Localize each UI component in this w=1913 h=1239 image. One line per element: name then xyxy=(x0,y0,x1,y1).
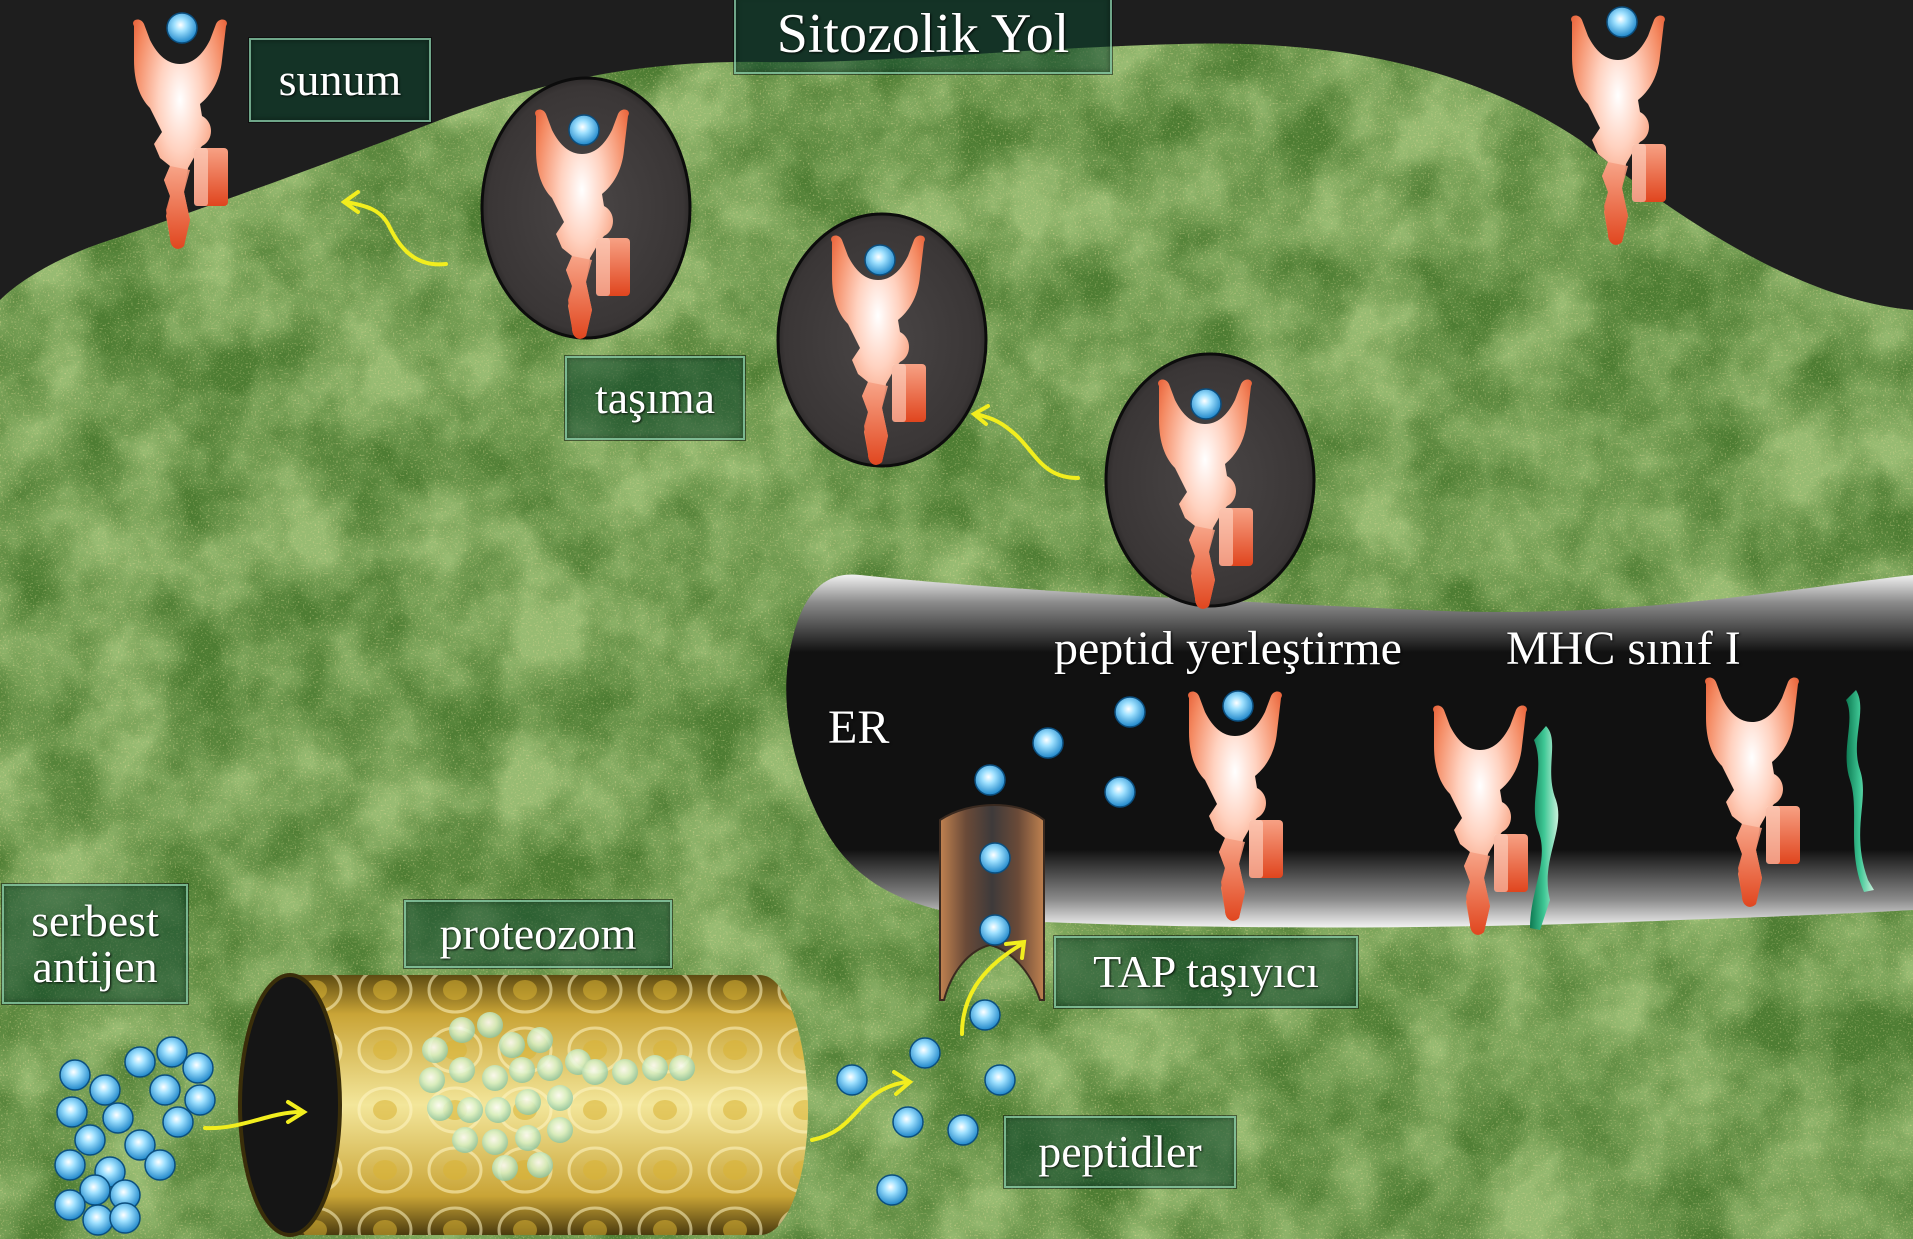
peptide-sphere-icon xyxy=(1033,728,1063,758)
peptide-sphere-icon xyxy=(985,1065,1015,1095)
peptide-sphere-icon xyxy=(1105,777,1135,807)
transport-label: taşıma xyxy=(565,356,745,440)
page-title: Sitozolik Yol xyxy=(734,0,1112,74)
proteasome-label: proteozom xyxy=(404,900,672,968)
peptide-sphere-icon xyxy=(910,1038,940,1068)
peptide-sphere-icon xyxy=(837,1065,867,1095)
peptides-label: peptidler xyxy=(1004,1116,1236,1188)
peptide-sphere-icon xyxy=(975,765,1005,795)
presentation-label: sunum xyxy=(249,38,431,122)
tap-transporter-label: TAP taşıyıcı xyxy=(1054,936,1358,1008)
mhc-class-label: MHC sınıf I xyxy=(1506,625,1741,673)
free-antigen-line1: serbest xyxy=(31,898,159,944)
peptide-loading-label: peptid yerleştirme xyxy=(1054,625,1402,673)
er-label: ER xyxy=(828,704,889,752)
peptide-sphere-icon xyxy=(980,843,1010,873)
peptide-sphere-icon xyxy=(1115,697,1145,727)
peptide-sphere-icon xyxy=(948,1115,978,1145)
peptide-sphere-icon xyxy=(970,1000,1000,1030)
free-antigen-line2: antijen xyxy=(32,944,157,990)
peptide-sphere-icon xyxy=(877,1175,907,1205)
free-antigen-label: serbest antijen xyxy=(2,884,188,1004)
peptide-sphere-icon xyxy=(980,915,1010,945)
peptide-sphere-icon xyxy=(893,1107,923,1137)
